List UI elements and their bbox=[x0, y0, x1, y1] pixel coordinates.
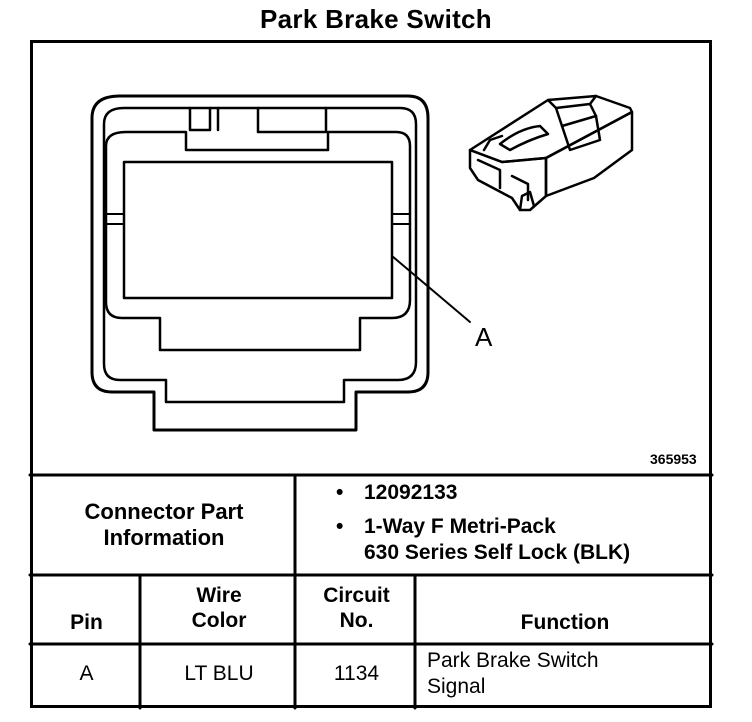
connector-isometric-view bbox=[468, 94, 634, 212]
figure-number: 365953 bbox=[650, 451, 697, 467]
connector-description-line1: 1-Way F Metri-Pack bbox=[364, 515, 556, 538]
connector-description-line2: 630 Series Self Lock (BLK) bbox=[364, 541, 631, 564]
header-wire-line1: Wire bbox=[196, 584, 242, 607]
row-function-line2: Signal bbox=[427, 675, 486, 698]
part-number-item: • 12092133 bbox=[336, 480, 630, 506]
connector-info-label-line2: Information bbox=[103, 525, 225, 550]
header-wire-color: Wire Color bbox=[143, 583, 295, 633]
bullet: • bbox=[336, 515, 344, 538]
info-table-grid bbox=[28, 473, 714, 710]
row-wire-color: LT BLU bbox=[184, 662, 254, 685]
connector-face-view bbox=[90, 94, 471, 432]
connector-info-list: • 12092133 • 1-Way F Metri-Pack 630 Series… bbox=[336, 480, 630, 566]
description-item: • 1-Way F Metri-Pack bbox=[336, 514, 630, 540]
header-pin: Pin bbox=[70, 611, 103, 634]
page-title: Park Brake Switch bbox=[260, 4, 492, 34]
header-function: Function bbox=[520, 611, 610, 634]
row-circuit: 1134 bbox=[333, 662, 380, 685]
callout-label-a: A bbox=[475, 322, 493, 352]
row-function-line1: Park Brake Switch bbox=[427, 649, 599, 672]
row-pin: A bbox=[79, 662, 94, 685]
header-circuit-no: Circuit No. bbox=[298, 583, 415, 633]
header-wire-line2: Color bbox=[191, 609, 247, 632]
connector-info-label: Connector Part Information bbox=[33, 475, 295, 575]
diagram-frame bbox=[30, 40, 712, 708]
row-function: Park Brake Switch Signal bbox=[427, 648, 707, 700]
header-circuit-line2: No. bbox=[339, 609, 374, 632]
part-number: 12092133 bbox=[364, 481, 458, 504]
bullet: • bbox=[336, 481, 344, 504]
header-circuit-line1: Circuit bbox=[323, 584, 390, 607]
connector-info-label-line1: Connector Part bbox=[84, 499, 244, 524]
